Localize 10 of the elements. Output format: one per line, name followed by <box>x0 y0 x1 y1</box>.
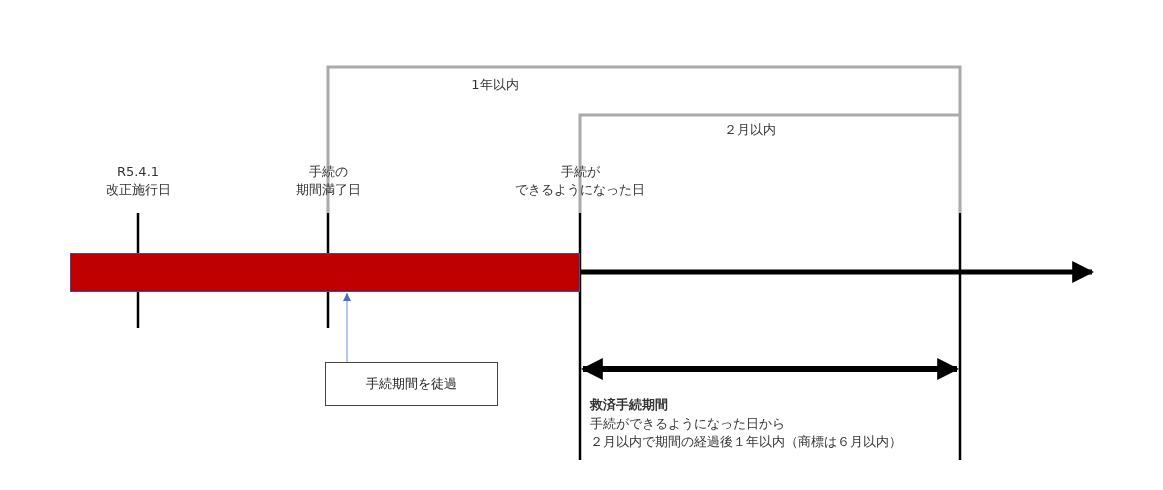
date-label: 手続の期間満了日 <box>295 163 361 199</box>
text-box: 手続期間を徒過 <box>325 362 498 406</box>
dimension-label: 1年以内 <box>471 76 519 94</box>
dimension-label: ２月以内 <box>724 121 776 139</box>
date-label: 手続ができるようになった日 <box>515 163 645 199</box>
timeline-bar <box>70 253 580 292</box>
period-note: 手続ができるようになった日から２月以内で期間の経過後１年以内（商標は６月以内） <box>590 415 902 451</box>
period-heading: 救済手続期間 <box>590 396 668 414</box>
arrow <box>343 292 351 363</box>
date-label: R5.4.1 改正施行日 <box>105 163 171 199</box>
